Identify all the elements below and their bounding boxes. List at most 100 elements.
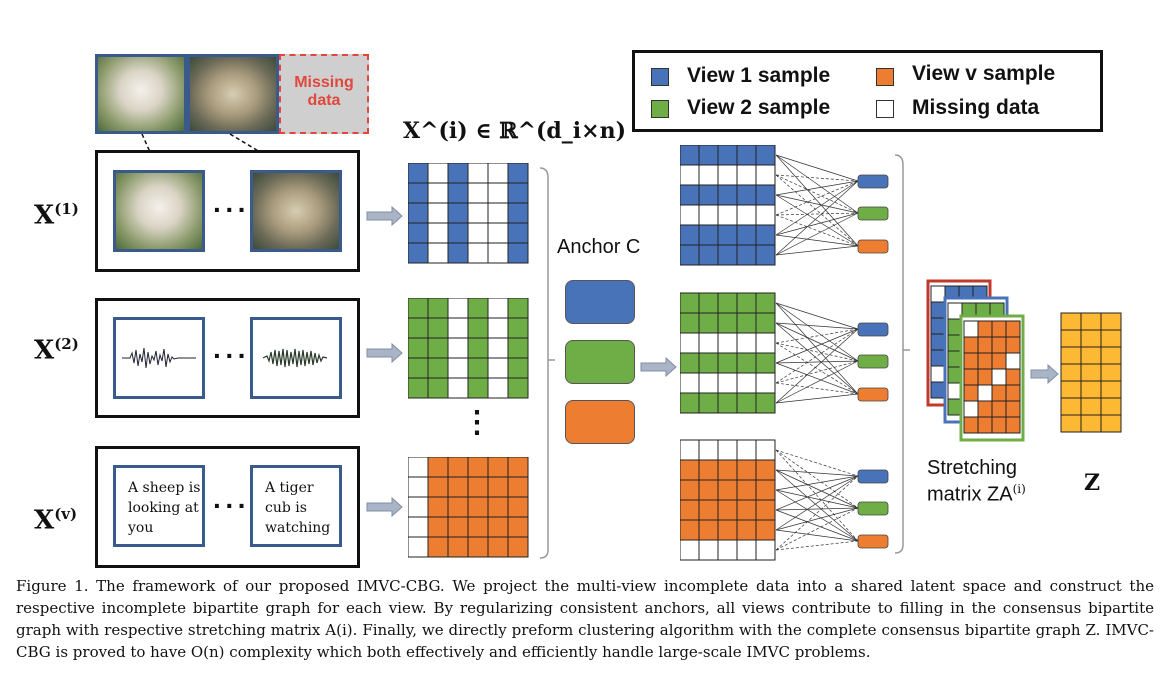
bipartite-matrix-cell [680, 439, 700, 461]
bipartite-edge [775, 509, 859, 542]
bipartite-edge [775, 489, 859, 542]
bipartite-matrix-cell [698, 539, 719, 561]
bipartite-matrix-cell [680, 392, 700, 414]
stretch-layer-cell [963, 400, 979, 418]
bipartite-graph-section [680, 145, 889, 561]
view1-matrix-cell [427, 182, 449, 204]
viewv-matrix-cell [487, 516, 509, 538]
view2-matrix-cell [408, 357, 429, 379]
view1-matrix-cell [467, 202, 489, 224]
bipartite-matrix-cell [755, 292, 776, 314]
bipartite-edge [775, 180, 859, 196]
viewv-matrix-cell [408, 476, 429, 498]
bipartite-matrix-cell [717, 519, 738, 541]
view1-lamb-thumb [113, 170, 205, 252]
bipartite-edge [775, 507, 859, 531]
bipartite-edge [775, 154, 859, 214]
view2-data-matrix [408, 298, 529, 399]
anchor-viewv-block [565, 400, 635, 444]
bipartite-edge [775, 475, 859, 531]
bipartite-edge [775, 475, 859, 491]
bipartite-edge [775, 234, 859, 247]
bipartite-edge [775, 180, 859, 256]
bipartite-matrix-cell [717, 224, 738, 246]
stretch-layer-cell [1005, 336, 1021, 354]
viewv-matrix-cell [408, 496, 429, 518]
bipartite-edge [775, 360, 859, 364]
z-matrix-cell [1080, 346, 1102, 365]
stretch-layer-cell [963, 368, 979, 386]
bipartite-matrix-cell [680, 479, 700, 501]
bipartite-edge [775, 469, 859, 542]
z-matrix-cell [1100, 380, 1122, 399]
figure-caption: Figure 1. The framework of our proposed … [16, 577, 1154, 661]
bipartite-edge [775, 449, 859, 509]
bipartite-matrix-cell [717, 145, 738, 166]
bipartite-matrix-cell [755, 145, 776, 166]
bipartite-matrix-cell [755, 244, 776, 266]
bipartite-edge [775, 328, 859, 384]
view2-matrix-cell [487, 337, 509, 359]
view1-matrix-cell [447, 222, 469, 244]
z-matrix-cell [1080, 414, 1102, 433]
z-matrix-cell [1100, 363, 1122, 382]
viewv-matrix-cell [427, 496, 449, 518]
bipartite-edge [775, 302, 859, 395]
bipartite-matrix-cell [755, 499, 776, 521]
bipartite-matrix-cell [736, 372, 757, 394]
stretch-layer-cell [1005, 352, 1021, 370]
view2-matrix-cell [467, 377, 489, 399]
view2-matrix-cell [408, 298, 429, 319]
bipartite-matrix-cell [755, 372, 776, 394]
bipartite-matrix-cell [717, 499, 738, 521]
view1-matrix-cell [408, 242, 429, 264]
bipartite-matrix-cell [717, 372, 738, 394]
view1-matrix-cell [427, 163, 449, 184]
bipartite-matrix-cell [736, 439, 757, 461]
bipartite-edge [775, 328, 859, 404]
bipartite-matrix-cell [680, 372, 700, 394]
bipartite-matrix-cell [680, 352, 700, 374]
view2-matrix-cell [408, 317, 429, 339]
x2-label: X(2) [34, 335, 79, 366]
stretch-layer-cell [963, 320, 979, 338]
bipartite-matrix-cell [698, 392, 719, 414]
legend [632, 50, 1103, 132]
bipartite-matrix-cell [698, 479, 719, 501]
view1-matrix-cell [507, 222, 529, 244]
bipartite-matrix-cell [698, 224, 719, 246]
text-sample-1: A sheep is looking at you [113, 465, 205, 547]
legend-viewv: View v sample [912, 62, 1056, 85]
viewv-matrix-cell [467, 536, 489, 558]
bipartite-matrix-cell [736, 204, 757, 226]
panel-to-matrix-arrows [366, 205, 1059, 518]
bipartite-edge [775, 489, 859, 509]
bipartite-matrix-cell [736, 224, 757, 246]
anchor-node [857, 239, 889, 254]
consensus-graph-z [1060, 312, 1122, 433]
view2-matrix-cell [507, 298, 529, 319]
stretch-layer-cell [930, 333, 946, 351]
stretch-layer-cell [977, 320, 993, 338]
viewv-matrix-cell [427, 516, 449, 538]
viewv-matrix-cell [447, 457, 469, 478]
bipartite-matrix-cell [717, 332, 738, 354]
view2-matrix-cell [467, 298, 489, 319]
z-matrix-cell [1100, 329, 1122, 348]
stretch-layer-cell [991, 352, 1007, 370]
bipartite-edge [775, 212, 859, 256]
viewv-matrix-cell [507, 457, 529, 478]
anchor-node [857, 322, 889, 337]
bipartite-edge [775, 449, 859, 542]
view2-matrix-cell [467, 357, 489, 379]
bipartite-matrix-cell [755, 519, 776, 541]
bipartite-matrix-cell [717, 312, 738, 334]
stretch-layer-cell [930, 317, 946, 335]
z-matrix-cell [1100, 346, 1122, 365]
z-matrix-cell [1060, 397, 1082, 416]
stretch-layer-cell [1005, 384, 1021, 402]
stretch-layer-cell [991, 400, 1007, 418]
bipartite-matrix-cell [755, 204, 776, 226]
bipartite-edge [775, 245, 859, 256]
bipartite-matrix-cell [736, 332, 757, 354]
